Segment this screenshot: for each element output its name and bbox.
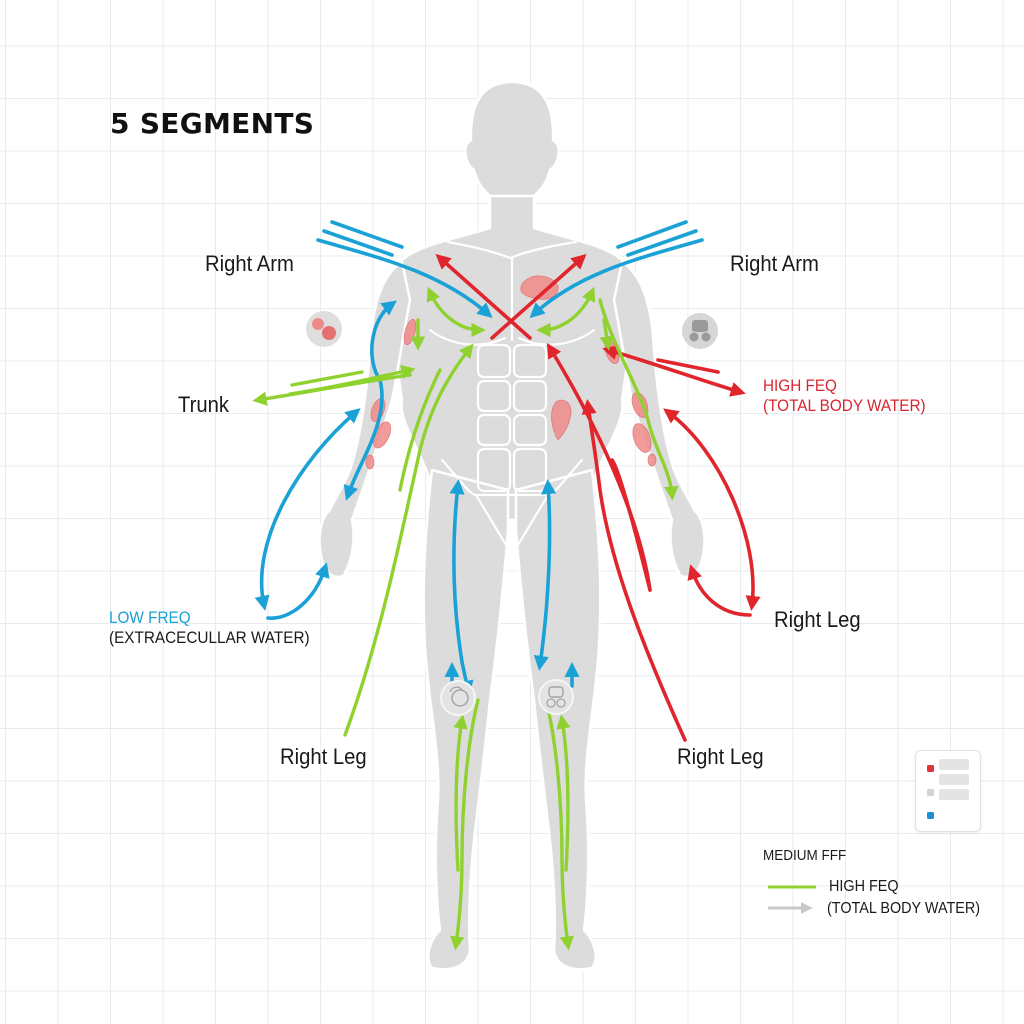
segment-label-right-arm-right: Right Arm xyxy=(730,251,819,276)
segment-label-right-arm-left: Right Arm xyxy=(205,251,294,276)
high-freq-title: HIGH FEQ xyxy=(763,376,837,395)
placeholder-bar xyxy=(939,774,969,785)
left-leg xyxy=(422,468,510,971)
high-freq-label: HIGH FEQ (TOTAL BODY WATER) xyxy=(763,376,926,415)
segment-label-right-leg-upper: Right Leg xyxy=(774,607,861,632)
high-freq-subtitle: (TOTAL BODY WATER) xyxy=(763,395,926,415)
legend-line-icons xyxy=(768,885,816,914)
page-title: 5 SEGMENTS xyxy=(110,107,315,140)
red-swatch-icon xyxy=(927,765,934,772)
kidney-icon xyxy=(538,679,574,715)
legend-item-high-feq: HIGH FEQ xyxy=(829,878,899,895)
blue-swatch-icon xyxy=(927,812,934,819)
gray-swatch-icon xyxy=(927,789,934,796)
right-leg xyxy=(514,468,602,971)
segment-label-trunk: Trunk xyxy=(178,392,229,417)
segment-label-right-leg-lower-right: Right Leg xyxy=(677,744,764,769)
medium-frequency-arrows xyxy=(252,286,679,951)
legend-header: MEDIUM FFF xyxy=(763,847,847,864)
human-body-silhouette xyxy=(318,80,706,971)
brain-organ-icon xyxy=(306,311,342,347)
kidney-organ-icon xyxy=(682,313,718,349)
low-freq-label: LOW FREQ (EXTRACECULLAR WATER) xyxy=(109,608,310,647)
placeholder-bar xyxy=(939,759,969,770)
legend-item-total-body-water: (TOTAL BODY WATER) xyxy=(827,900,981,917)
mini-legend-card xyxy=(915,750,981,832)
left-arm xyxy=(318,260,412,579)
intestine-icon xyxy=(440,680,476,716)
placeholder-bar xyxy=(939,789,969,800)
segment-label-right-leg-lower-left: Right Leg xyxy=(280,744,367,769)
head xyxy=(464,80,560,205)
low-freq-title: LOW FREQ xyxy=(109,608,191,627)
low-freq-subtitle: (EXTRACECULLAR WATER) xyxy=(109,627,310,647)
right-arm xyxy=(612,260,706,579)
